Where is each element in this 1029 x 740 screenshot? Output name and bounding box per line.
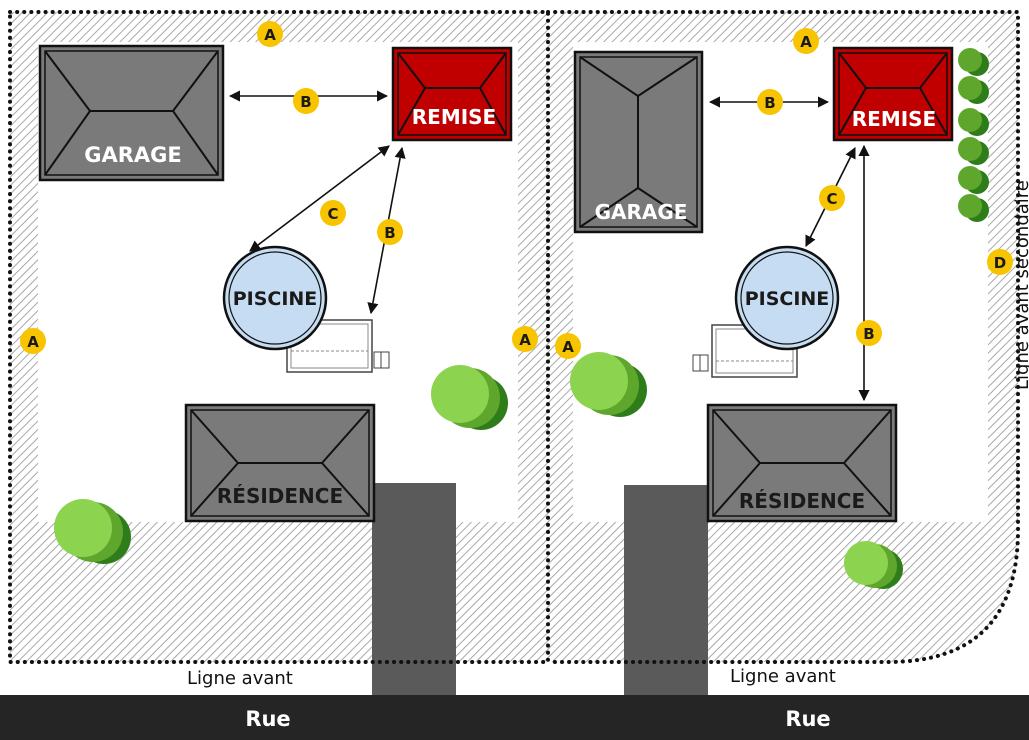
- badge-b-left-top: B: [293, 88, 319, 114]
- right-shed: REMISE: [832, 46, 954, 142]
- left-garage-label: GARAGE: [84, 143, 182, 167]
- badge-a-top-left: A: [257, 21, 283, 47]
- badge-a-text: A: [519, 331, 531, 349]
- badge-b-text: B: [863, 325, 874, 343]
- street-label-left: Rue: [245, 707, 290, 731]
- badge-a-text: A: [27, 333, 39, 351]
- right-driveway: [624, 485, 708, 698]
- badge-a-left-right-side: A: [512, 326, 538, 352]
- badge-a-text: A: [264, 26, 276, 44]
- left-lot-setback-zone: [10, 12, 548, 662]
- badge-a-top-right: A: [793, 28, 819, 54]
- left-pool-area: PISCINE: [222, 245, 390, 373]
- street-label-right: Rue: [785, 707, 830, 731]
- badge-a-text: A: [800, 33, 812, 51]
- left-shed: REMISE: [391, 46, 513, 142]
- badge-b-text: B: [764, 94, 775, 112]
- badge-d-text: D: [994, 254, 1006, 272]
- right-garage-label: GARAGE: [595, 200, 688, 224]
- left-driveway: [372, 483, 456, 698]
- left-shed-label: REMISE: [412, 105, 496, 129]
- badge-c-text: C: [826, 190, 837, 208]
- left-pool-label: PISCINE: [233, 288, 318, 310]
- right-garage: GARAGE: [573, 50, 704, 234]
- street: [0, 695, 1029, 740]
- secondary-front-line-label: Ligne avant secondaire: [1012, 180, 1029, 390]
- badge-b-right-top: B: [757, 89, 783, 115]
- badge-b-text: B: [384, 224, 395, 242]
- right-tree-front: [844, 541, 903, 589]
- badge-b-left-mid: B: [377, 219, 403, 245]
- right-residence-label: RÉSIDENCE: [739, 489, 865, 513]
- right-pool-area: PISCINE: [692, 245, 840, 378]
- badge-c-text: C: [327, 205, 338, 223]
- badge-b-right-mid: B: [856, 320, 882, 346]
- badge-b-text: B: [300, 93, 311, 111]
- left-garage: GARAGE: [38, 44, 225, 182]
- right-pool-label: PISCINE: [745, 288, 830, 310]
- badge-a-right-left-side: A: [555, 333, 581, 359]
- front-line-label-right: Ligne avant: [730, 666, 836, 687]
- right-tree-center: [570, 352, 647, 417]
- right-shed-label: REMISE: [852, 107, 936, 131]
- badge-a-left-side: A: [20, 328, 46, 354]
- left-residence-label: RÉSIDENCE: [217, 484, 343, 508]
- left-tree-center: [431, 365, 508, 430]
- badge-d-right: D: [987, 249, 1013, 275]
- left-tree-front: [54, 499, 131, 564]
- badge-c-left: C: [320, 200, 346, 226]
- left-residence: RÉSIDENCE: [184, 403, 376, 523]
- left-arrow-shed-pool: [249, 145, 390, 252]
- right-residence: RÉSIDENCE: [706, 403, 898, 523]
- right-lot-setback-zone: [548, 12, 1018, 662]
- right-lot-line: [546, 10, 1020, 664]
- front-line-label-left: Ligne avant: [187, 668, 293, 689]
- right-hedge: [958, 48, 989, 222]
- badge-a-text: A: [562, 338, 574, 356]
- badge-c-right: C: [819, 185, 845, 211]
